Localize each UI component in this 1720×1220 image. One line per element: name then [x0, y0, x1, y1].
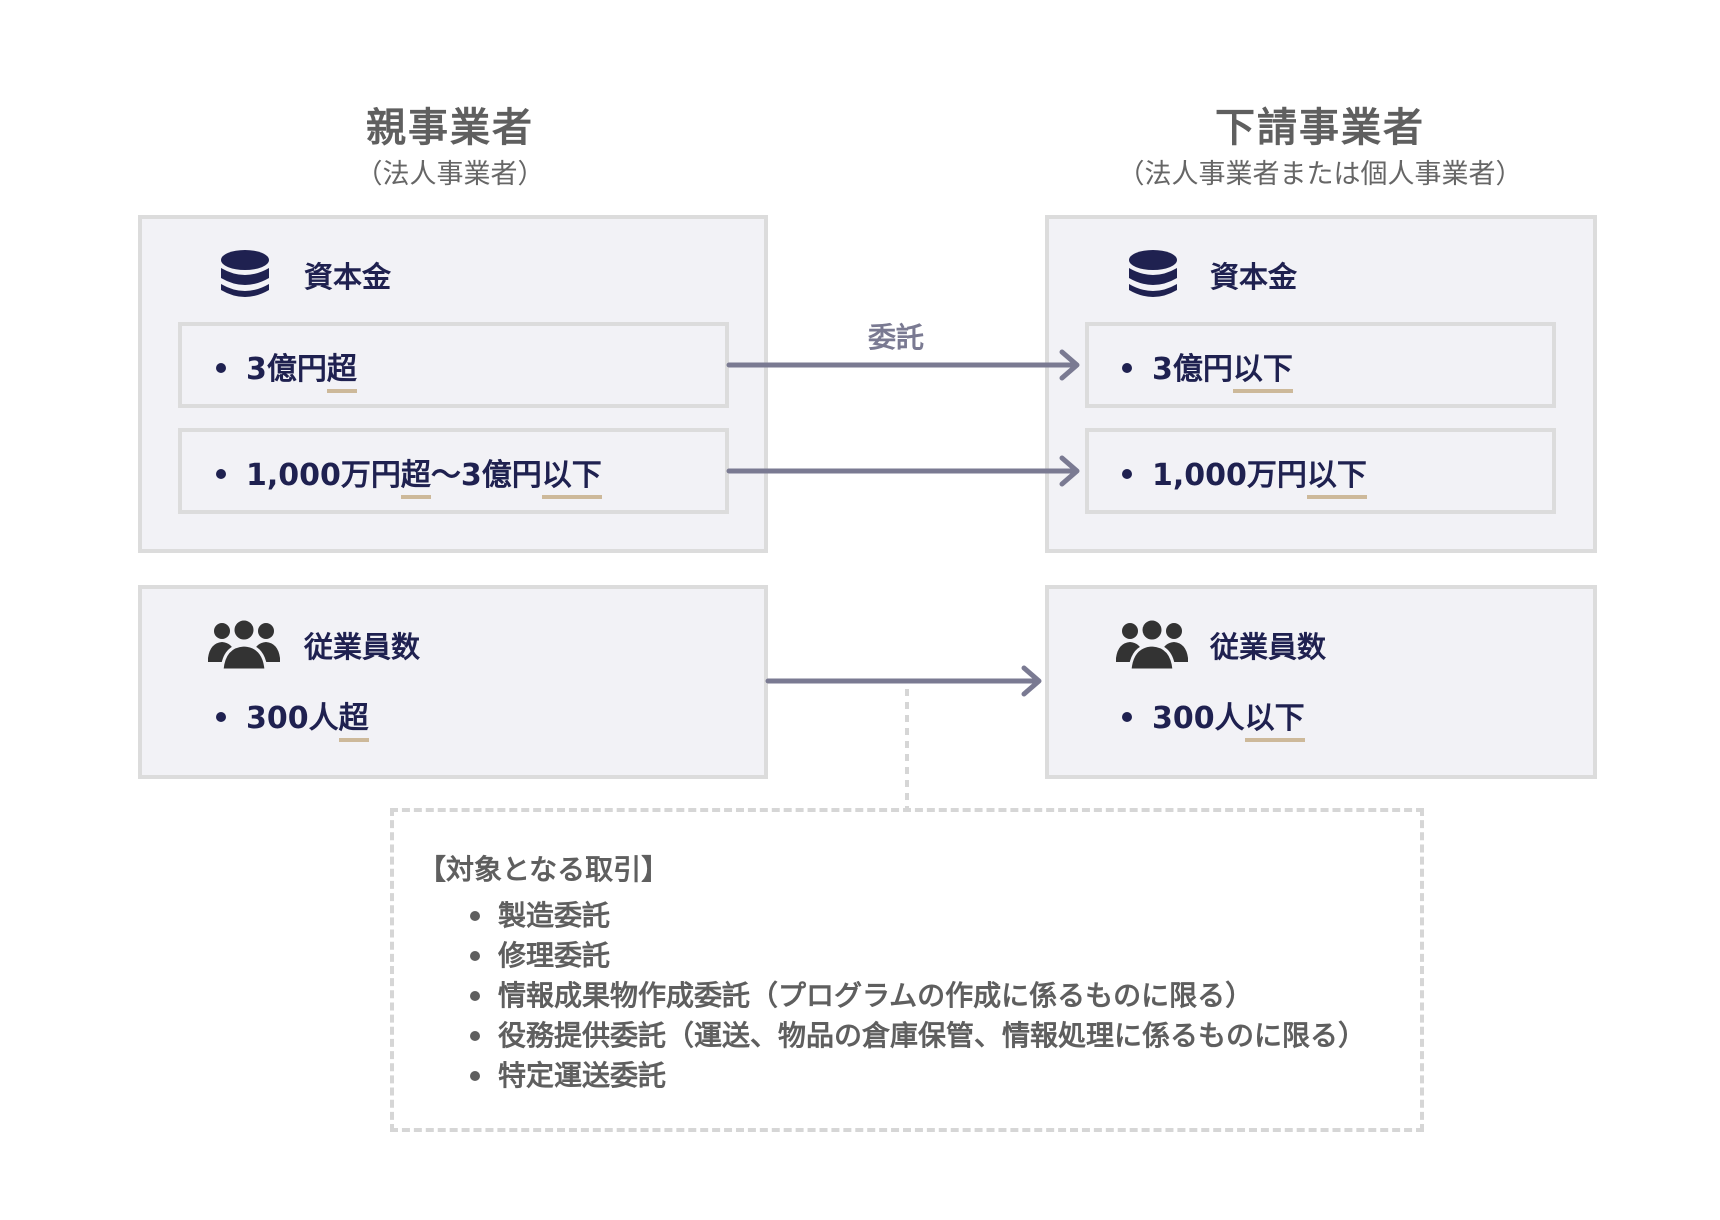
- list-item: 特定運送委託: [470, 1056, 1366, 1096]
- list-item: 情報成果物作成委託（プログラムの作成に係るものに限る）: [470, 976, 1366, 1016]
- list-item-text: 修理委託: [498, 939, 611, 972]
- parent-subtitle: （法人事業者）: [355, 159, 545, 190]
- parent-capital-heading: 資本金: [304, 260, 392, 294]
- bullet-icon: [470, 991, 480, 1001]
- bullet-icon: [216, 711, 226, 722]
- bullet-icon: [470, 911, 480, 921]
- item-underlined-text: 以下: [1232, 352, 1293, 393]
- sub-employees-panel: [1045, 585, 1597, 779]
- coins-icon: [1129, 250, 1177, 297]
- list-item: 役務提供委託（運送、物品の倉庫保管、情報処理に係るものに限る）: [470, 1016, 1366, 1056]
- item-text: 〜3億円: [430, 458, 542, 493]
- sub-capital-item-1: 3億円以下: [1122, 344, 1293, 393]
- sub-capital-heading: 資本金: [1210, 260, 1298, 294]
- item-text: 1,000万円: [1152, 458, 1307, 493]
- item-text: 300人: [1152, 701, 1245, 736]
- sub-employees-item: 300人以下: [1122, 693, 1305, 742]
- item-text: 3億円: [1152, 352, 1233, 387]
- parent-employees-item: 300人超: [216, 693, 369, 742]
- sub-title: 下請事業者: [1215, 105, 1425, 151]
- item-text: 300人: [246, 701, 339, 736]
- list-item-text: 特定運送委託: [498, 1059, 667, 1092]
- people-icon: [1116, 618, 1188, 670]
- sub-subtitle: （法人事業者または個人事業者）: [1117, 159, 1523, 190]
- item-underlined-text: 以下: [1244, 701, 1305, 742]
- sub-employees-heading: 従業員数: [1210, 630, 1327, 664]
- arrow-label: 委託: [868, 321, 925, 354]
- bullet-icon: [470, 951, 480, 961]
- people-icon: [208, 618, 280, 670]
- sub-capital-item-2: 1,000万円以下: [1122, 450, 1367, 499]
- parent-employees-panel: [138, 585, 768, 779]
- employees-arrow-head: [1021, 665, 1042, 697]
- item-text: 1,000万円: [246, 458, 401, 493]
- parent-employees-heading: 従業員数: [304, 630, 421, 664]
- list-item-text: 情報成果物作成委託（プログラムの作成に係るものに限る）: [498, 979, 1254, 1012]
- parent-capital-item-1: 3億円超: [216, 344, 357, 393]
- list-item-text: 役務提供委託（運送、物品の倉庫保管、情報処理に係るものに限る）: [498, 1019, 1367, 1052]
- item-underlined-text: 超: [326, 352, 357, 393]
- list-item: 修理委託: [470, 936, 1366, 976]
- bullet-icon: [470, 1031, 480, 1041]
- bullet-icon: [216, 468, 226, 479]
- coins-icon: [221, 250, 269, 297]
- bullet-icon: [1122, 468, 1132, 479]
- capital-arrow-2-head: [1059, 455, 1080, 487]
- parent-capital-item-2: 1,000万円超〜3億円以下: [216, 450, 602, 499]
- parent-capital-item-2-box: [178, 428, 729, 514]
- item-text: 3億円: [246, 352, 327, 387]
- list-item: 製造委託: [470, 896, 1366, 936]
- transactions-title: 【対象となる取引】: [418, 853, 670, 886]
- item-underlined-text: 以下: [541, 458, 602, 499]
- transactions-box: [390, 808, 1424, 1132]
- parent-capital-item-1-box: [178, 322, 729, 408]
- capital-arrow-1-head: [1059, 349, 1080, 381]
- item-underlined-text: 超: [400, 458, 431, 499]
- sub-capital-item-1-box: [1085, 322, 1556, 408]
- bullet-icon: [1122, 362, 1132, 373]
- bullet-icon: [1122, 711, 1132, 722]
- bullet-icon: [470, 1071, 480, 1081]
- transactions-list: 製造委託 修理委託 情報成果物作成委託（プログラムの作成に係るものに限る） 役務…: [470, 896, 1366, 1096]
- item-underlined-text: 以下: [1306, 458, 1367, 499]
- list-item-text: 製造委託: [498, 899, 611, 932]
- bullet-icon: [216, 362, 226, 373]
- parent-title: 親事業者: [366, 105, 534, 151]
- item-underlined-text: 超: [338, 701, 369, 742]
